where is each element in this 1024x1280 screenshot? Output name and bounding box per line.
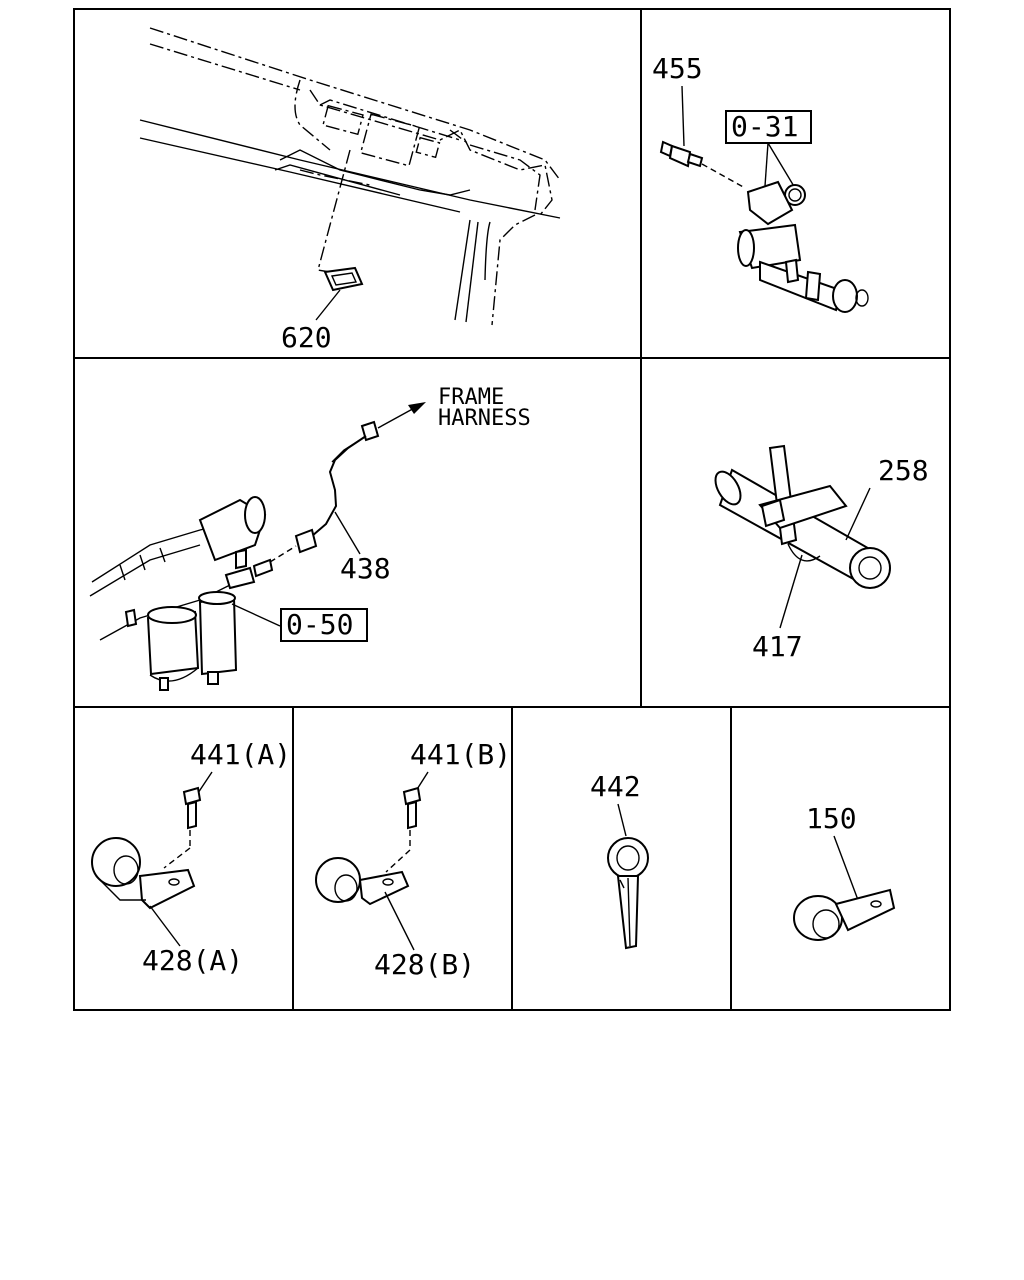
- leader-442: [617, 803, 627, 837]
- label-150: 150: [806, 802, 857, 835]
- leader-258: [845, 487, 871, 541]
- leader-438: [334, 511, 361, 555]
- frame-harness-label-line1: FRAME: [438, 385, 504, 410]
- frame-harness-arrow: [377, 402, 426, 429]
- ref-leader-2: [767, 142, 796, 189]
- clamp-428b-icon: [315, 857, 410, 906]
- panel-pin: 442: [590, 770, 649, 950]
- roof-lamp-icon: [323, 266, 364, 292]
- label-438: 438: [340, 552, 391, 585]
- leader-428a: [149, 905, 181, 947]
- panel-sensor: 455 0-31: [652, 52, 869, 313]
- label-442: 442: [590, 770, 641, 803]
- ref-leader-1: [764, 142, 769, 187]
- clamp-428a-icon: [91, 837, 196, 910]
- leader-428b: [384, 891, 415, 951]
- panel-roof-lamp: 620: [139, 27, 561, 354]
- panel-clip-tie: 258 417: [714, 444, 929, 663]
- grid-frame: [73, 8, 951, 1011]
- engine-fuel-filter-drawing: [89, 496, 297, 691]
- label-428a: 428(A): [142, 944, 243, 977]
- cable-tie-417-icon: [758, 444, 848, 562]
- leader-150: [833, 835, 859, 901]
- ref-box-0-50: 0-50: [280, 608, 368, 642]
- label-455: 455: [652, 52, 703, 85]
- label-620: 620: [281, 321, 332, 354]
- bolt-441b-icon: [385, 786, 422, 873]
- panel-clamp-a: 441(A) 428(A): [91, 738, 291, 977]
- leader-455: [681, 85, 685, 147]
- sensor-icon: [659, 140, 746, 189]
- water-pipe-assembly-icon: [737, 180, 869, 313]
- svg-text:0-31: 0-31: [731, 110, 798, 143]
- clip-150-icon: [793, 888, 896, 941]
- label-428b: 428(B): [374, 948, 475, 981]
- harness-wire-438: [294, 420, 380, 554]
- svg-text:0-50: 0-50: [286, 608, 353, 641]
- panel-clip: 150: [793, 802, 896, 941]
- label-417: 417: [752, 630, 803, 663]
- pipe-258-icon: [714, 468, 891, 589]
- leader-417: [779, 554, 803, 629]
- ref-box-0-31: 0-31: [725, 110, 812, 144]
- panel-harness: FRAME HARNESS 438: [89, 385, 531, 691]
- label-441b: 441(B): [410, 738, 511, 771]
- frame-harness-label-line2: HARNESS: [438, 406, 531, 431]
- label-258: 258: [878, 454, 929, 487]
- ref-leader-0-50: [231, 603, 281, 627]
- cab-roof-drawing: [139, 27, 561, 326]
- bolt-441a-icon: [163, 786, 202, 869]
- leader-620: [315, 289, 341, 321]
- pin-442-icon: [607, 837, 649, 950]
- label-441a: 441(A): [190, 738, 291, 771]
- panel-clamp-b: 441(B) 428(B): [315, 738, 511, 981]
